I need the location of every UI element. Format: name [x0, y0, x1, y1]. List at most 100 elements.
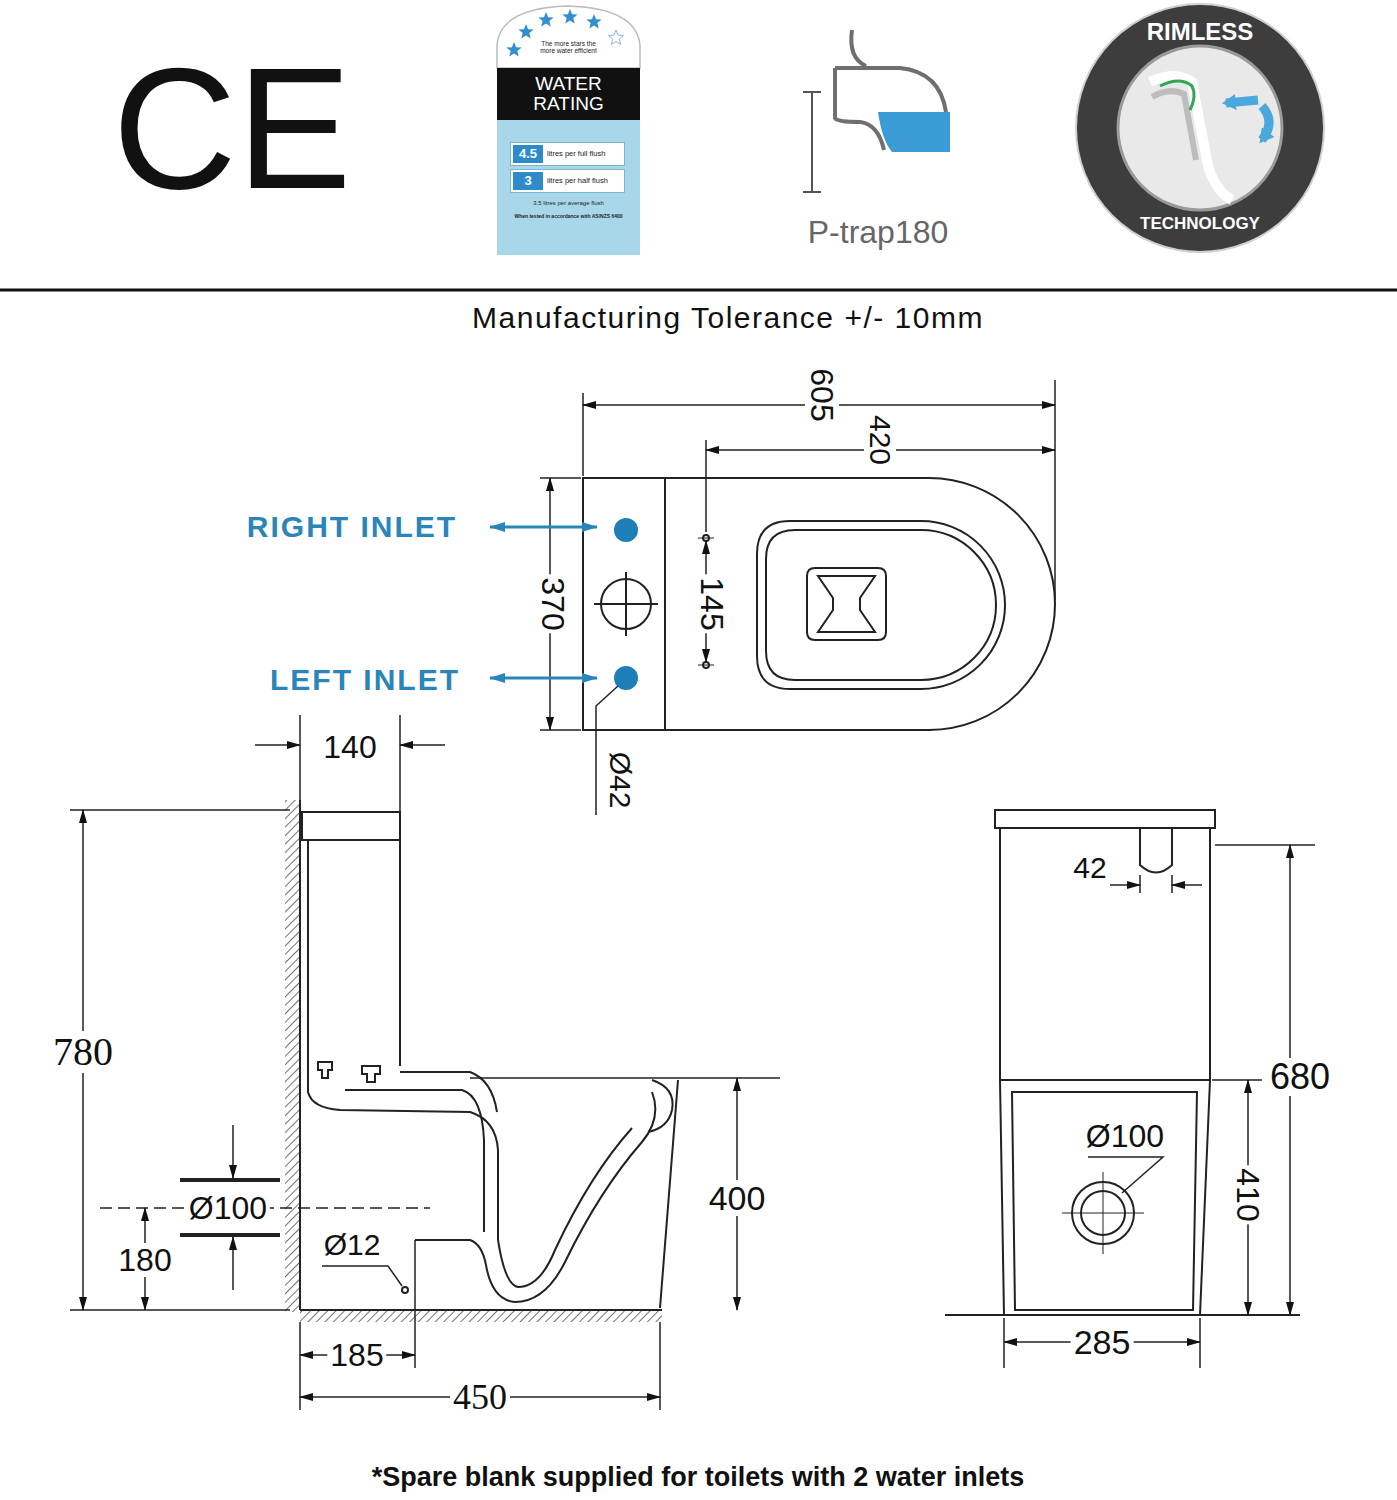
inlet-label: RIGHT INLET	[244, 511, 460, 543]
side-dimensions-part	[322, 1266, 402, 1286]
front-dimensions-part	[1199, 1318, 1201, 1368]
side-view-part	[302, 812, 400, 840]
plan-dimensions-part	[490, 526, 597, 529]
ce-mark: CE	[110, 41, 355, 215]
front-dimensions-part	[1212, 1079, 1262, 1081]
p-trap-icon-part	[803, 91, 821, 93]
side-view-part	[299, 800, 301, 1310]
rating-star	[608, 30, 623, 44]
side-dimensions-part	[232, 1125, 234, 1178]
p-trap-icon-part	[835, 68, 946, 112]
trap-label: P-trap180	[805, 215, 952, 249]
dimension-label: 605	[805, 365, 839, 424]
front-view-part	[1140, 828, 1172, 873]
dimension-label: 140	[320, 730, 379, 764]
plan-view-part	[665, 478, 1055, 730]
badge-text: RIMLESS	[1076, 20, 1324, 44]
side-dimensions-part	[232, 1237, 234, 1290]
dimension-label: Ø42	[604, 749, 636, 812]
side-view-part	[648, 1080, 673, 1132]
rating-caption: The more stars the more water efficient	[535, 41, 602, 55]
dimension-label: 180	[115, 1243, 174, 1277]
front-view-part	[1000, 1080, 1004, 1315]
plan-view-part	[807, 568, 886, 640]
plan-view-part	[766, 530, 996, 680]
side-view-part	[415, 1092, 655, 1302]
plan-view-part	[583, 478, 665, 730]
dimension-label: 370	[536, 574, 570, 633]
rimless-badge-part	[1076, 4, 1324, 252]
plan-dimensions-part	[540, 729, 581, 731]
side-view-part	[498, 1128, 632, 1287]
rating-stars	[506, 9, 623, 56]
dimension-label: 185	[327, 1338, 386, 1372]
p-trap-icon-part	[851, 30, 866, 66]
inlet-label: LEFT INLET	[267, 664, 463, 696]
flush-box: 3litres per half flush	[510, 169, 625, 193]
front-view-part	[945, 1314, 1300, 1316]
dimension-label: 145	[695, 574, 729, 633]
front-view-part	[1012, 1092, 1197, 1310]
side-dimensions-part	[70, 1309, 290, 1311]
front-dimensions-part	[1110, 884, 1140, 886]
plan-view-part	[614, 518, 638, 542]
dimension-label: Ø100	[1083, 1119, 1167, 1153]
dimension-label: 285	[1071, 1324, 1134, 1360]
side-view-part	[660, 1080, 678, 1308]
dimension-label: 450	[450, 1378, 510, 1416]
side-view-part	[285, 800, 300, 1312]
rimless-badge	[1076, 4, 1324, 252]
dimension-label: 420	[864, 412, 896, 468]
footnote: *Spare blank supplied for toilets with 2…	[369, 1463, 1028, 1492]
flush-box: 4.5 litres per full flush	[510, 142, 625, 166]
rimless-badge-part	[1160, 81, 1194, 110]
side-view-part	[300, 1310, 662, 1322]
front-view-part	[995, 810, 1215, 828]
dimension-label: 400	[706, 1180, 769, 1216]
side-view-part	[402, 1287, 408, 1293]
flush-value: 4.5	[513, 145, 543, 163]
rating-note: 3.5 litres per average flush	[501, 200, 636, 206]
rating-note: When tested in accordance with AS/NZS 64…	[501, 214, 636, 219]
water-rating-badge-part	[497, 120, 640, 255]
side-view	[285, 800, 780, 1322]
flush-value: 3	[513, 172, 543, 190]
side-dimensions-part	[299, 715, 301, 800]
side-view-part	[318, 1062, 332, 1078]
plan-dimensions	[490, 380, 1055, 815]
front-dimensions	[1004, 845, 1315, 1368]
water-rating-badge-part	[497, 6, 640, 68]
rating-star	[538, 12, 553, 26]
front-view-part	[1000, 828, 1210, 1080]
dimension-label: 410	[1231, 1165, 1265, 1224]
dimension-label: 680	[1267, 1058, 1333, 1096]
side-view-part	[345, 1090, 484, 1232]
front-dimensions-part	[1003, 1318, 1005, 1368]
plan-dimensions-part	[540, 477, 581, 479]
side-view-part	[308, 1058, 498, 1240]
dimension-label: Ø100	[186, 1191, 270, 1225]
p-trap-icon-part	[835, 68, 884, 150]
side-dimensions-part	[180, 1178, 280, 1182]
side-dimensions-part	[180, 1233, 280, 1237]
rimless-badge-part	[1118, 46, 1282, 210]
rating-heading: WATER RATING	[507, 74, 630, 114]
front-dimensions-part	[1139, 875, 1141, 893]
plan-dimensions-part	[1054, 380, 1056, 600]
flush-text: litres per full flush	[547, 150, 623, 158]
rimless-badge-part	[1262, 106, 1269, 140]
dimension-label: 780	[50, 1031, 116, 1073]
plan-view-part	[818, 576, 875, 632]
front-view	[945, 810, 1300, 1315]
plan-view	[583, 478, 1055, 730]
plan-view-part	[698, 538, 714, 539]
tolerance-note: Manufacturing Tolerance +/- 10mm	[469, 302, 987, 334]
dimension-label: Ø12	[321, 1229, 384, 1261]
rimless-badge-part	[1226, 100, 1258, 103]
plan-view-part	[757, 521, 1005, 689]
side-dimensions-part	[399, 715, 401, 812]
water-rating-badge	[497, 6, 640, 255]
p-trap-icon	[803, 30, 950, 192]
badge-text: TECHNOLOGY	[1076, 215, 1324, 232]
